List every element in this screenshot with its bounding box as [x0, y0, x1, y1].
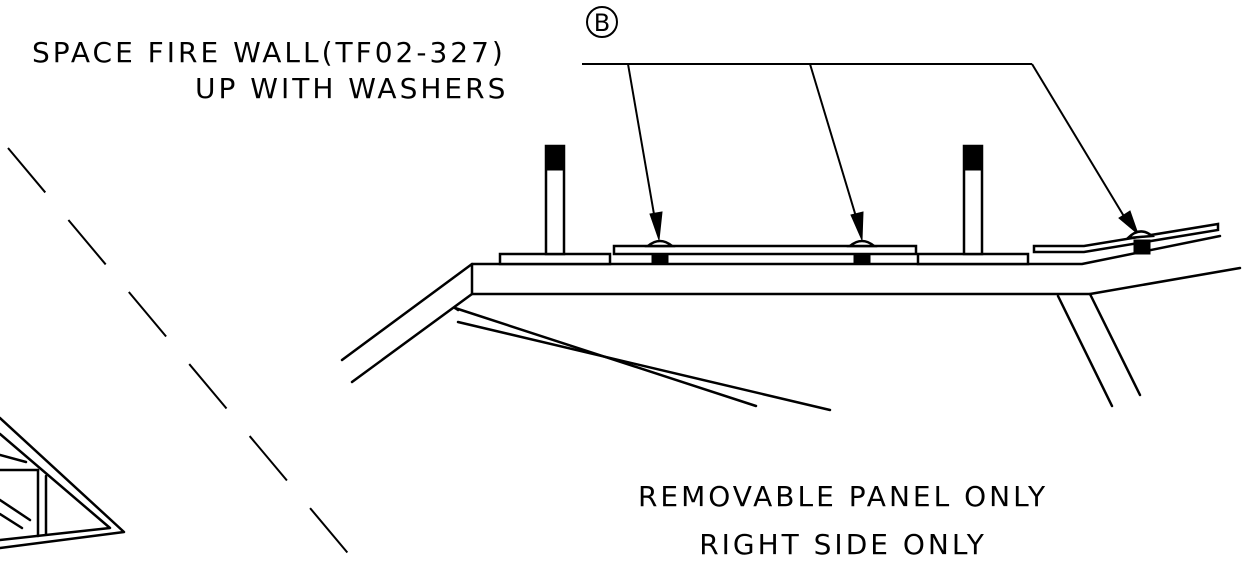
- leader-arrow-3: [1031, 63, 1140, 236]
- callout-line-1: SPACE FIRE WALL(TF02-327): [32, 36, 506, 69]
- leader-arrow-1: [627, 63, 663, 241]
- note-line-2: RIGHT SIDE ONLY: [699, 528, 987, 561]
- left-stud: [544, 144, 566, 256]
- callout-line-2: UP WITH WASHERS: [195, 72, 508, 105]
- right-fire-wall-section: [1032, 222, 1220, 255]
- right-mount-plate: [916, 252, 1030, 266]
- leader-arrow-2: [809, 63, 864, 241]
- washer-1: [644, 239, 676, 265]
- note-line-1: REMOVABLE PANEL ONLY: [638, 480, 1048, 513]
- right-stud: [962, 144, 984, 256]
- structure-panel: [340, 234, 1242, 412]
- truss-fragment: [0, 416, 126, 550]
- reference-mark-letter: B: [594, 9, 610, 37]
- reference-mark-circle: B: [586, 6, 618, 38]
- washer-2: [846, 239, 878, 265]
- left-mount-plate: [498, 252, 612, 266]
- dashed-centerline: [7, 147, 363, 571]
- fire-wall-panel: [612, 244, 918, 256]
